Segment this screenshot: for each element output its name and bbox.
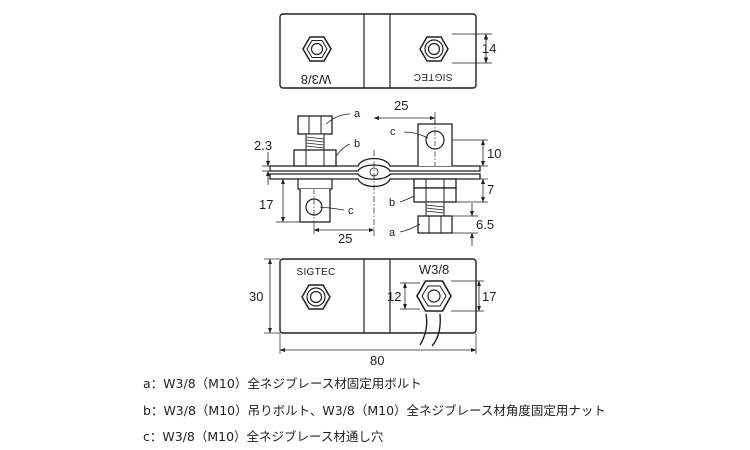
callout-c-bottom: c <box>319 205 354 217</box>
side-view-nut-b-right <box>413 178 457 203</box>
dim-10-right: 10 <box>452 139 501 167</box>
top-view-left-stamp: W3/8 <box>301 72 331 87</box>
dim-17-left: 17 <box>259 178 300 223</box>
top-view-dim-14: 14 <box>482 41 496 56</box>
side-view-bolt-a-right <box>417 201 453 234</box>
legend-text: ：W3/8（M10）全ネジブレース材通し穴 <box>149 429 384 444</box>
legend-key: c <box>143 429 150 444</box>
dim-17-left-text: 17 <box>259 197 273 212</box>
side-view: a b c c b a 2.3 <box>254 98 501 246</box>
callout-a-top: a <box>325 108 361 125</box>
dim-12-text: 12 <box>387 289 401 304</box>
dim-30-text: 30 <box>249 289 263 304</box>
callout-a-bottom: a <box>389 223 421 239</box>
dim-17-bottom: 17 <box>451 280 496 312</box>
top-view-plate-outline <box>279 13 477 89</box>
legend-item-c: c：W3/8（M10）全ネジブレース材通し穴 <box>143 429 743 444</box>
dim-6-5-right-text: 6.5 <box>476 217 494 232</box>
callout-a-label-bottom: a <box>389 227 396 239</box>
dim-6-5-right: 6.5 <box>452 203 494 246</box>
legend-text: ：W3/8（M10）全ネジブレース材固定用ボルト <box>150 376 422 391</box>
callout-b-label: b <box>354 138 360 150</box>
dim-2-3-text: 2.3 <box>254 138 272 153</box>
dim-80-text: 80 <box>370 353 384 368</box>
callout-a-label: a <box>354 108 361 120</box>
top-view-right-stamp: SIGTEC <box>413 71 452 82</box>
dim-17-bottom-text: 17 <box>482 289 496 304</box>
side-view-clamp-right <box>417 120 453 166</box>
bottom-view-right-stamp: W3/8 <box>419 262 449 277</box>
side-view-bolt-a-left <box>297 115 333 151</box>
legend-key: b <box>143 403 151 418</box>
callout-c-label: c <box>390 126 396 138</box>
callout-b-label-bottom: b <box>389 197 395 209</box>
dim-25-top-text: 25 <box>394 98 408 113</box>
legend-key: a <box>143 376 151 391</box>
dim-10-right-text: 10 <box>487 146 501 161</box>
legend-item-a: a：W3/8（M10）全ネジブレース材固定用ボルト <box>143 376 743 391</box>
dim-25-top: 25 <box>373 98 436 124</box>
dim-7-right-text: 7 <box>487 182 494 197</box>
bottom-view-hex-bolt-icon <box>416 280 452 347</box>
bottom-view-hex-nut-icon <box>301 284 331 310</box>
top-view: W3/8 SIGTEC 14 <box>279 13 496 89</box>
callout-c-top: c <box>390 126 429 139</box>
legend-item-b: b：W3/8（M10）吊りボルト、W3/8（M10）全ネジブレース材角度固定用ナ… <box>143 403 743 418</box>
callout-b-top: b <box>335 138 360 157</box>
side-view-nut-b-left <box>293 149 337 167</box>
dim-30: 30 <box>249 258 280 334</box>
legend-text: ：W3/8（M10）吊りボルト、W3/8（M10）全ネジブレース材角度固定用ナッ… <box>150 403 606 418</box>
dim-2-3: 2.3 <box>254 138 294 185</box>
dim-7-right: 7 <box>456 178 494 203</box>
top-view-height-dimension: 14 <box>452 33 496 64</box>
top-view-hex-nut-icon <box>419 36 449 62</box>
bottom-view: SIGTEC W3/8 30 12 <box>249 258 496 368</box>
bottom-view-left-stamp: SIGTEC <box>296 267 335 278</box>
side-view-plates <box>269 150 481 236</box>
top-view-hex-bolt-icon <box>302 36 332 62</box>
callout-b-bottom: b <box>389 195 415 209</box>
side-view-clamp-left <box>297 178 333 223</box>
dim-12: 12 <box>387 282 420 310</box>
dim-25-bottom: 25 <box>313 222 375 246</box>
bottom-view-plate-outline <box>279 258 477 334</box>
callout-c-label-bottom: c <box>348 205 354 217</box>
dim-80: 80 <box>279 333 477 368</box>
dim-25-bottom-text: 25 <box>338 231 352 246</box>
